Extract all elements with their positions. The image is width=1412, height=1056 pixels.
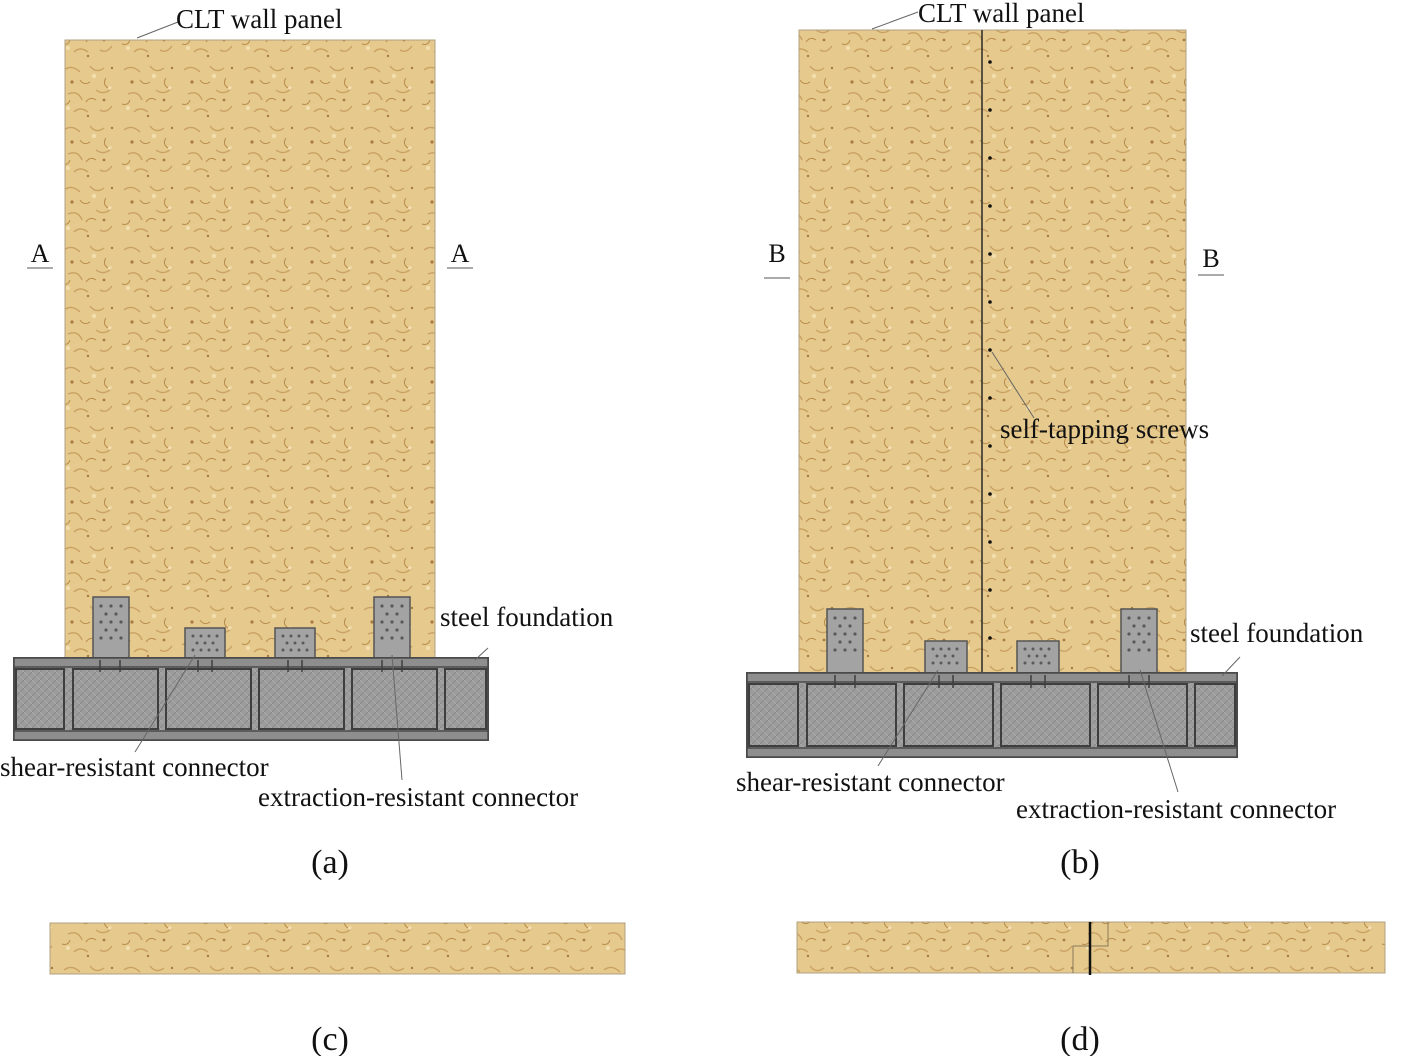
shear-resistant-connector <box>924 640 968 676</box>
clt-wall-panel <box>64 39 436 661</box>
section-mark-left: B <box>764 239 790 279</box>
extraction-resistant-connector <box>92 596 130 661</box>
shear-connector-label: shear-resistant connector <box>736 767 1005 797</box>
extraction-connector-label: extraction-resistant connector <box>258 782 578 812</box>
clt-wall-panel-label: CLT wall panel <box>176 4 342 34</box>
panel-d: (d) <box>796 921 1386 1056</box>
self-tapping-screws <box>988 60 992 640</box>
svg-text:A: A <box>451 239 470 268</box>
caption-d: (d) <box>1060 1021 1100 1056</box>
caption-b: (b) <box>1060 844 1100 881</box>
shear-connector-label: shear-resistant connector <box>0 752 269 782</box>
self-tapping-screws-label: self-tapping screws <box>1000 414 1209 444</box>
extraction-resistant-connector <box>1120 608 1158 676</box>
svg-text:A: A <box>31 239 50 268</box>
shear-resistant-connector <box>274 627 316 661</box>
shear-resistant-connector <box>1016 640 1060 676</box>
shear-resistant-connector <box>184 627 226 661</box>
extraction-resistant-connector <box>826 608 864 676</box>
clt-cross-section <box>49 922 626 975</box>
section-mark-right: B <box>1198 244 1224 276</box>
steel-foundation-label: steel foundation <box>440 602 614 632</box>
steel-foundation <box>13 657 489 741</box>
extraction-resistant-connector <box>373 596 411 661</box>
steel-foundation <box>746 672 1238 758</box>
panel-c: (c) <box>49 922 626 1056</box>
panel-b: B B CLT wall panel self-tapping screws s… <box>736 0 1364 881</box>
svg-text:B: B <box>768 239 785 268</box>
caption-c: (c) <box>311 1021 349 1056</box>
caption-a: (a) <box>311 844 349 881</box>
svg-text:B: B <box>1202 244 1219 273</box>
steel-foundation-label: steel foundation <box>1190 618 1364 648</box>
panel-a: A A CLT wall panel steel foundation shea… <box>0 4 614 881</box>
section-mark-left: A <box>27 239 53 269</box>
leader-lines <box>871 11 1241 793</box>
extraction-connector-label: extraction-resistant connector <box>1016 794 1336 824</box>
section-mark-right: A <box>447 239 473 269</box>
clt-wall-panel-label: CLT wall panel <box>918 0 1084 28</box>
leader-lines <box>134 21 489 781</box>
